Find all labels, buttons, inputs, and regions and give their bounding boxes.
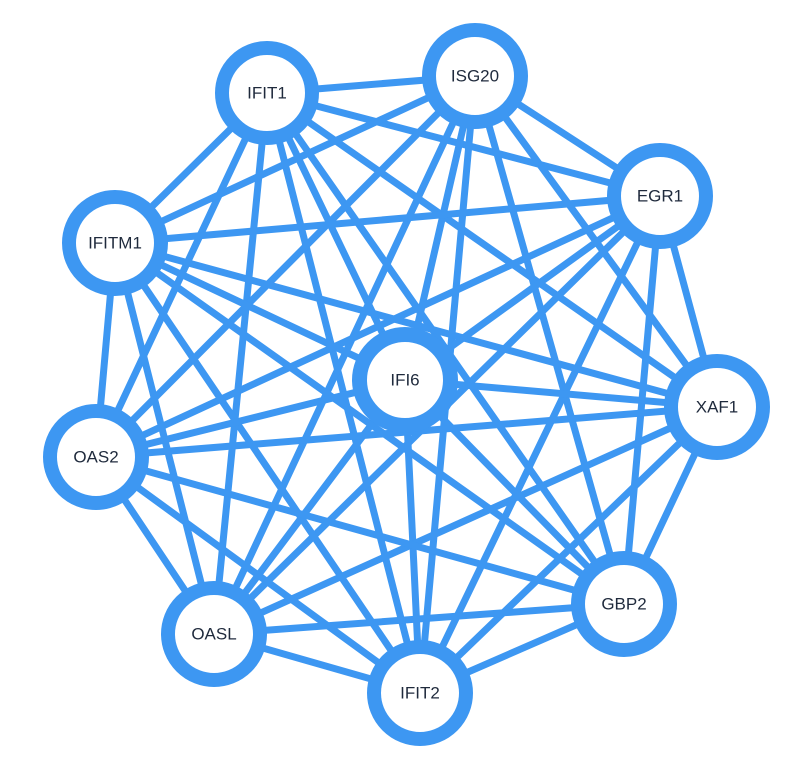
node-label: EGR1 [637, 187, 683, 206]
edge-ifit1-ifi6 [263, 89, 409, 384]
node-ifitm1[interactable]: IFITM1 [62, 190, 168, 296]
node-circle [664, 354, 770, 460]
node-circle [62, 190, 168, 296]
node-label: OASL [191, 625, 236, 644]
node-circle [422, 23, 528, 129]
node-ifit2[interactable]: IFIT2 [367, 640, 473, 746]
node-label: ISG20 [451, 67, 499, 86]
edge-ifi6-oas2 [92, 376, 409, 461]
edge-gbp2-oasl [210, 600, 628, 638]
node-xaf1[interactable]: XAF1 [664, 354, 770, 460]
node-circle [215, 41, 319, 145]
edge-ifit1-oasl [210, 89, 271, 638]
node-label: OAS2 [73, 448, 118, 467]
edge-egr1-ifit2 [416, 192, 664, 697]
node-ifit1[interactable]: IFIT1 [215, 41, 319, 145]
node-egr1[interactable]: EGR1 [607, 143, 713, 249]
node-oasl[interactable]: OASL [161, 581, 267, 687]
node-isg20[interactable]: ISG20 [422, 23, 528, 129]
edge-isg20-oas2 [92, 72, 479, 461]
node-label: XAF1 [696, 398, 739, 417]
edge-xaf1-ifit2 [416, 403, 721, 697]
node-label: IFIT2 [400, 684, 440, 703]
edge-ifitm1-xaf1 [111, 239, 721, 411]
node-circle [43, 404, 149, 510]
node-label: IFIT1 [247, 84, 287, 103]
node-circle [571, 551, 677, 657]
edge-ifit1-xaf1 [263, 89, 721, 411]
node-label: IFI6 [390, 371, 419, 390]
edge-ifitm1-ifi6 [111, 239, 409, 384]
edge-xaf1-oasl [210, 403, 721, 638]
node-circle [161, 581, 267, 687]
edge-ifit1-egr1 [263, 89, 664, 200]
nodes-layer: IFIT1 ISG20EGR1IFITM1IFI6XAF1OAS2GBP2OASL… [43, 23, 770, 746]
edge-ifitm1-ifit2 [111, 239, 424, 697]
edge-isg20-ifitm1 [111, 72, 479, 247]
edge-egr1-oas2 [92, 192, 664, 461]
edge-oas2-ifit2 [92, 453, 424, 697]
edge-egr1-ifitm1 [111, 192, 664, 247]
node-circle [367, 640, 473, 746]
node-oas2[interactable]: OAS2 [43, 404, 149, 510]
node-label: GBP2 [601, 595, 646, 614]
node-circle [607, 143, 713, 249]
edge-oas2-gbp2 [92, 453, 628, 608]
node-gbp2[interactable]: GBP2 [571, 551, 677, 657]
node-label: IFITM1 [88, 234, 142, 253]
node-circle [352, 327, 458, 433]
node-ifi6[interactable]: IFI6 [352, 327, 458, 433]
